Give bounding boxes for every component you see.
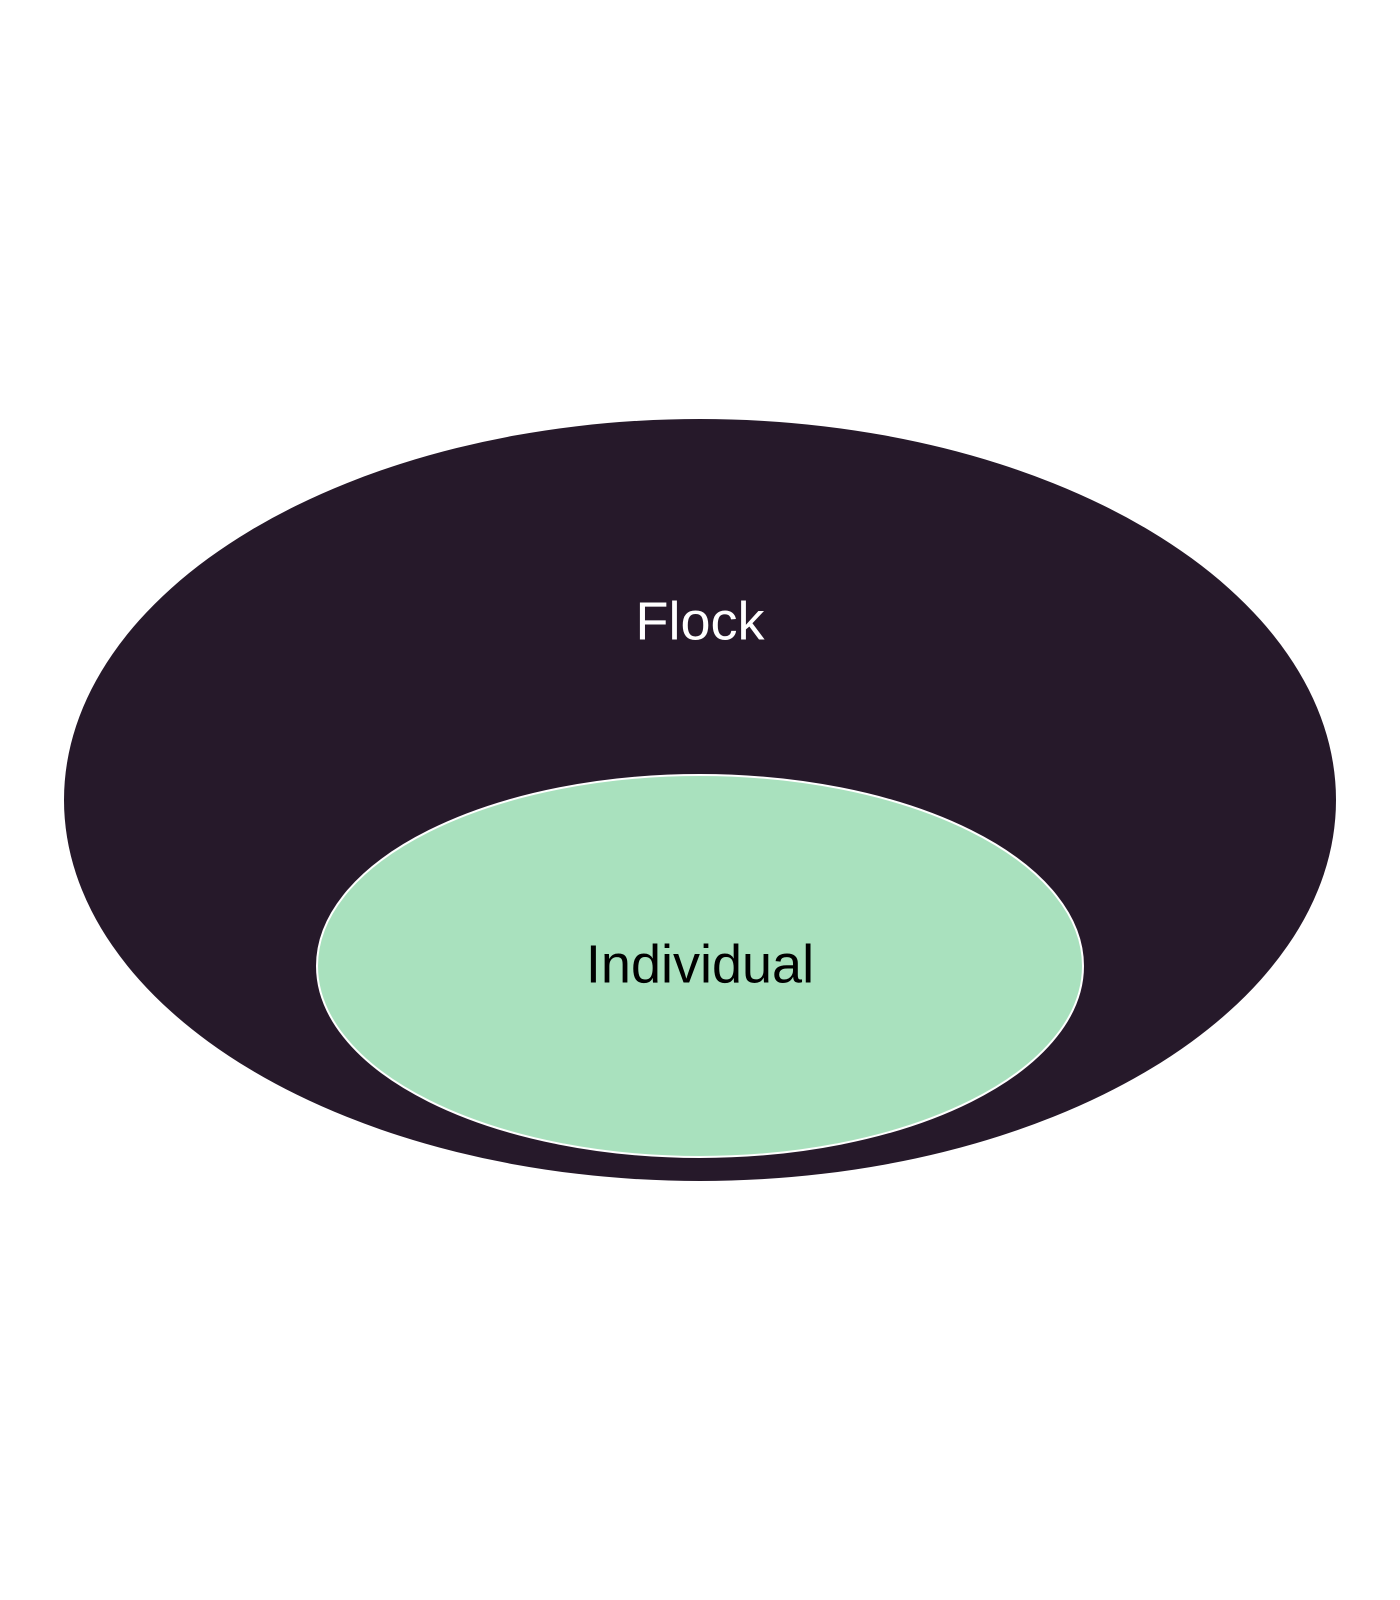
flock-label: Flock xyxy=(635,591,765,651)
individual-ellipse xyxy=(316,774,1084,1158)
individual-label: Individual xyxy=(586,934,814,994)
